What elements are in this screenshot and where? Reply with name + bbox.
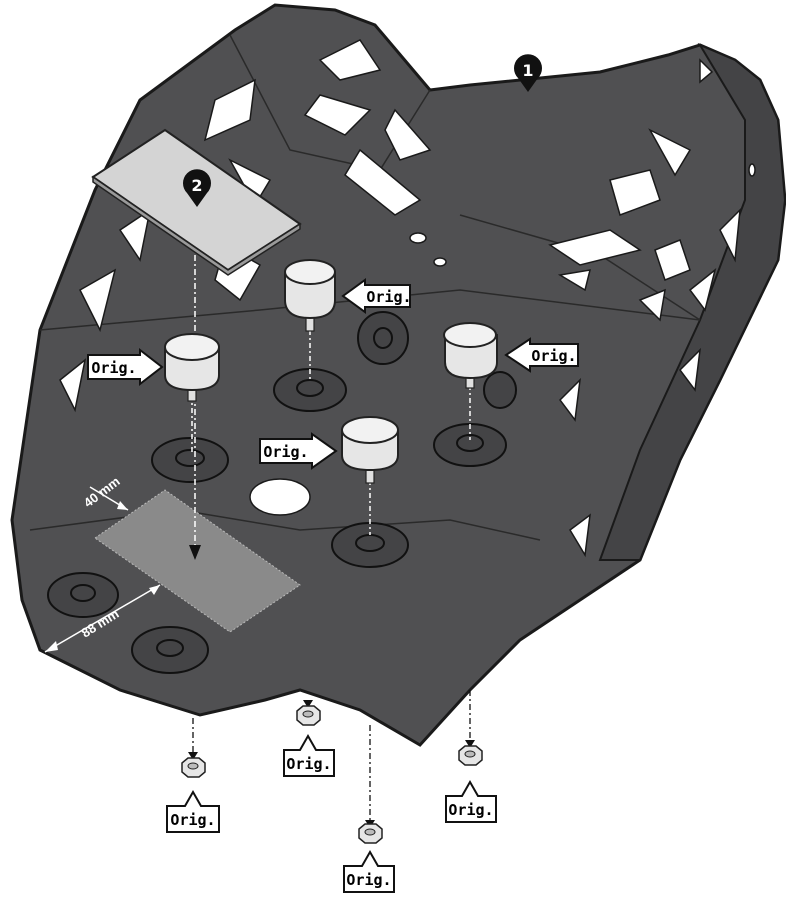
nut-4 [458, 745, 483, 766]
callout-1-number: 1 [522, 61, 533, 80]
orig-label-right: Orig. [504, 337, 579, 373]
orig-label-center: Orig. [259, 432, 338, 470]
nut-3 [358, 823, 383, 844]
nut-2 [296, 705, 321, 726]
vent-cutouts [59, 39, 756, 558]
pad-target-zone [94, 489, 301, 633]
bushing-center [341, 416, 399, 484]
svg-text:Orig.: Orig. [366, 288, 411, 306]
orig-label-nut-1: Orig. [166, 789, 220, 833]
svg-text:Orig.: Orig. [91, 359, 136, 377]
bushing-left [164, 333, 220, 402]
svg-text:Orig.: Orig. [263, 443, 308, 461]
bushing-guides [191, 330, 471, 535]
orig-label-nut-3: Orig. [343, 849, 395, 893]
svg-text:Orig.: Orig. [448, 801, 493, 819]
nut-guides [192, 690, 471, 822]
mount-dishes [47, 311, 517, 674]
svg-text:Orig.: Orig. [346, 871, 391, 889]
bushing-right [443, 322, 498, 389]
callout-1: 1 [514, 54, 542, 92]
orig-label-left: Orig. [87, 347, 164, 387]
orig-label-nut-2: Orig. [283, 733, 335, 777]
pad-guide [189, 255, 201, 560]
svg-text:Orig.: Orig. [531, 347, 576, 365]
svg-text:Orig.: Orig. [170, 811, 215, 829]
orig-label-top: Orig. [341, 278, 412, 314]
bushing-top [284, 259, 336, 332]
nut-1 [181, 757, 206, 778]
svg-text:Orig.: Orig. [286, 755, 331, 773]
callout-2: 2 [183, 169, 211, 207]
orig-label-nut-4: Orig. [445, 779, 497, 823]
callout-2-number: 2 [191, 176, 202, 195]
